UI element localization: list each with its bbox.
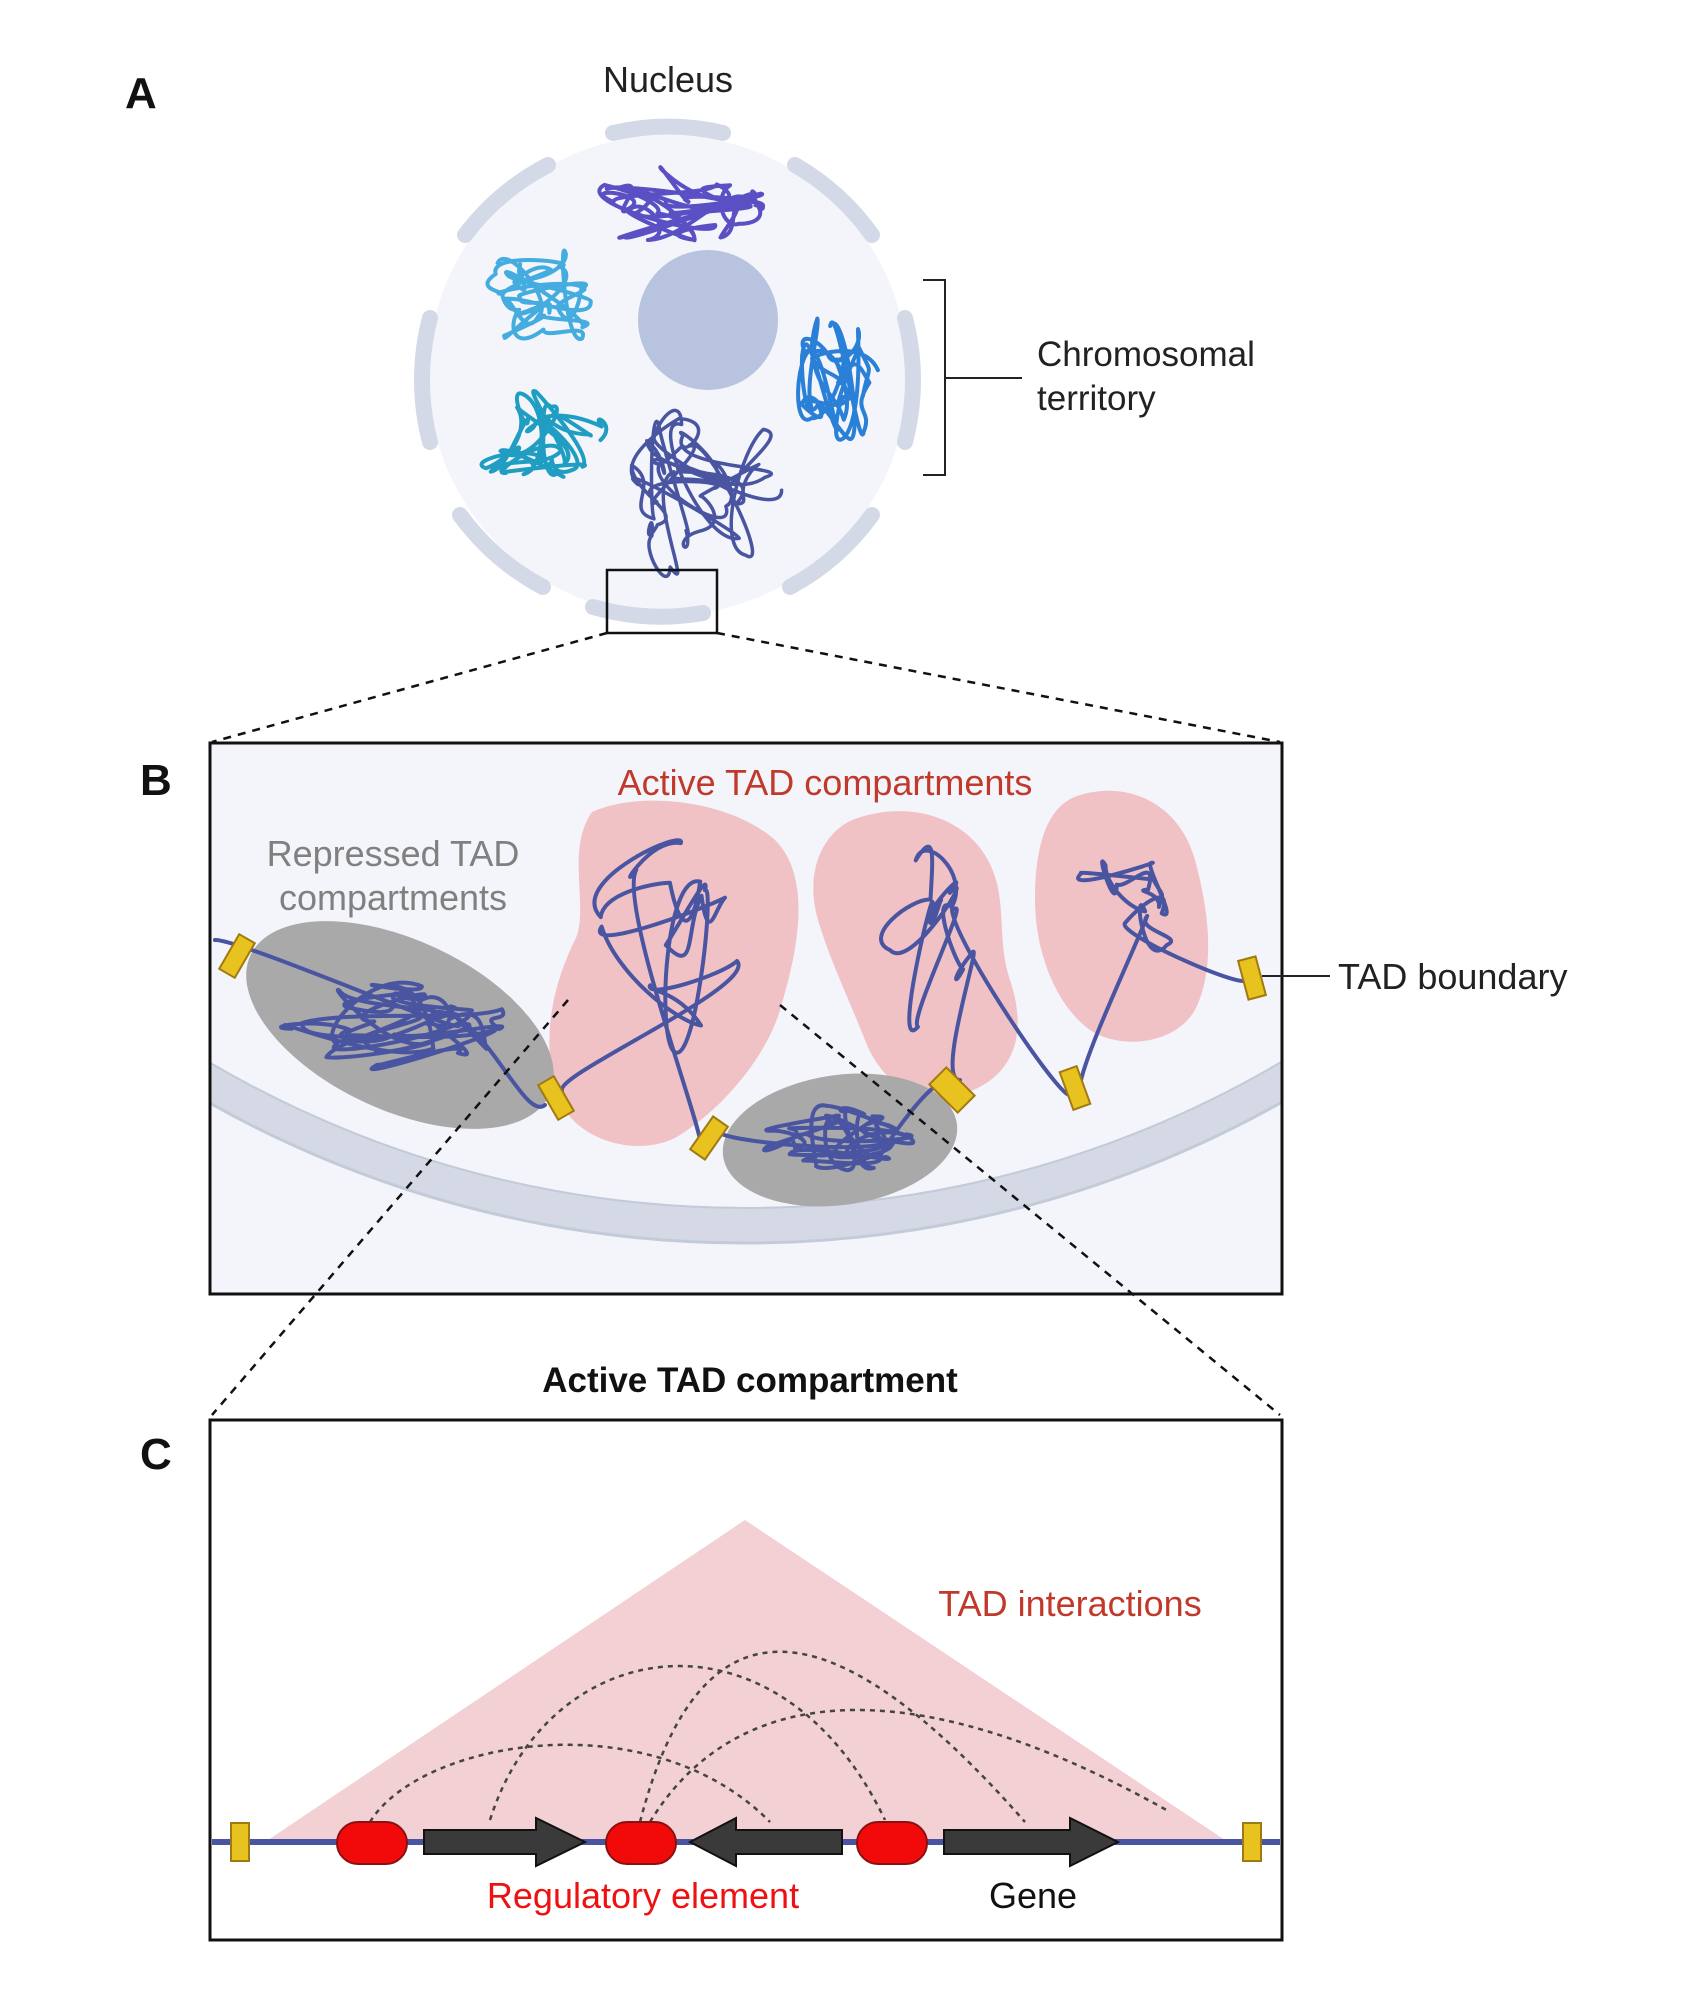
tad-boundary-6 bbox=[1236, 955, 1268, 1001]
tad-interaction-triangle bbox=[265, 1520, 1228, 1842]
zoom-lines-b-c bbox=[211, 999, 1281, 1416]
territory-teal bbox=[479, 389, 609, 479]
gene-label: Gene bbox=[989, 1875, 1077, 1916]
regulatory-element-label: Regulatory element bbox=[487, 1875, 799, 1916]
tad-boundary-left bbox=[230, 1822, 250, 1862]
fiber-active-3 bbox=[1076, 859, 1247, 1087]
tad-boundary-1 bbox=[217, 932, 257, 980]
nucleus-label: Nucleus bbox=[603, 59, 733, 100]
interaction-arc-1 bbox=[368, 1743, 771, 1823]
panel-b: B bbox=[140, 741, 1567, 1296]
territory-label-line2: territory bbox=[1037, 379, 1156, 418]
regulatory-element-3 bbox=[856, 1821, 928, 1865]
territory-bracket bbox=[923, 279, 1022, 476]
nucleolus bbox=[638, 250, 778, 390]
tad-interactions-label: TAD interactions bbox=[938, 1583, 1201, 1624]
territory-blue bbox=[796, 316, 880, 442]
panel-a: A Nucleus Chromosomal territory bbox=[125, 59, 1255, 635]
gene-arrow-1 bbox=[423, 1816, 588, 1868]
active-compartment-2 bbox=[813, 811, 1018, 1099]
tad-boundary-2 bbox=[536, 1074, 576, 1122]
panel-b-frame bbox=[208, 741, 1284, 1296]
panel-b-letter: B bbox=[140, 756, 172, 805]
panel-c: Active TAD compartment C TAD interaction… bbox=[140, 1361, 1284, 1942]
interaction-arc-2 bbox=[488, 1665, 887, 1821]
gene-arrow-3 bbox=[943, 1816, 1121, 1868]
tad-boundary-4 bbox=[927, 1065, 977, 1115]
tad-boundaries bbox=[217, 932, 1268, 1161]
interaction-arc-4 bbox=[648, 1708, 1171, 1823]
envelope-curve bbox=[210, 1060, 1282, 1243]
chromatin-fiber bbox=[213, 838, 1247, 1173]
active-compartment-3 bbox=[1035, 790, 1209, 1042]
active-compartment-1 bbox=[549, 800, 799, 1147]
territory-violet bbox=[597, 165, 765, 243]
gene-arrow-2 bbox=[687, 1816, 843, 1868]
tad-boundary-3 bbox=[688, 1115, 730, 1161]
active-compartments-label: Active TAD compartments bbox=[618, 762, 1033, 803]
repressed-label-line2: compartments bbox=[279, 877, 507, 918]
tad-boundary-right bbox=[1242, 1822, 1262, 1862]
interaction-arc-3 bbox=[638, 1650, 1026, 1823]
interaction-arcs bbox=[368, 1650, 1171, 1823]
zoom-box bbox=[605, 568, 719, 635]
regulatory-element-2 bbox=[605, 1821, 677, 1865]
panel-c-title: Active TAD compartment bbox=[542, 1361, 958, 1400]
territory-label-line1: Chromosomal bbox=[1037, 335, 1255, 374]
territory-dark bbox=[629, 408, 784, 578]
regulatory-element-1 bbox=[336, 1821, 408, 1865]
territory-sky bbox=[485, 248, 593, 341]
fiber-active-1 bbox=[560, 838, 741, 1142]
repressed-label-line1: Repressed TAD bbox=[267, 833, 520, 874]
panel-c-letter: C bbox=[140, 1430, 172, 1479]
tad-boundary-label: TAD boundary bbox=[1338, 956, 1567, 997]
fiber-active-2 bbox=[879, 844, 1073, 1097]
nuclear-envelope bbox=[414, 118, 921, 625]
zoom-lines-a-b bbox=[211, 631, 1281, 744]
panel-a-letter: A bbox=[125, 69, 157, 118]
fiber-repressed-2 bbox=[716, 1081, 947, 1173]
chromosome-territories bbox=[479, 165, 880, 578]
fiber-repressed-1 bbox=[213, 938, 547, 1109]
tad-boundary-5 bbox=[1058, 1064, 1092, 1112]
